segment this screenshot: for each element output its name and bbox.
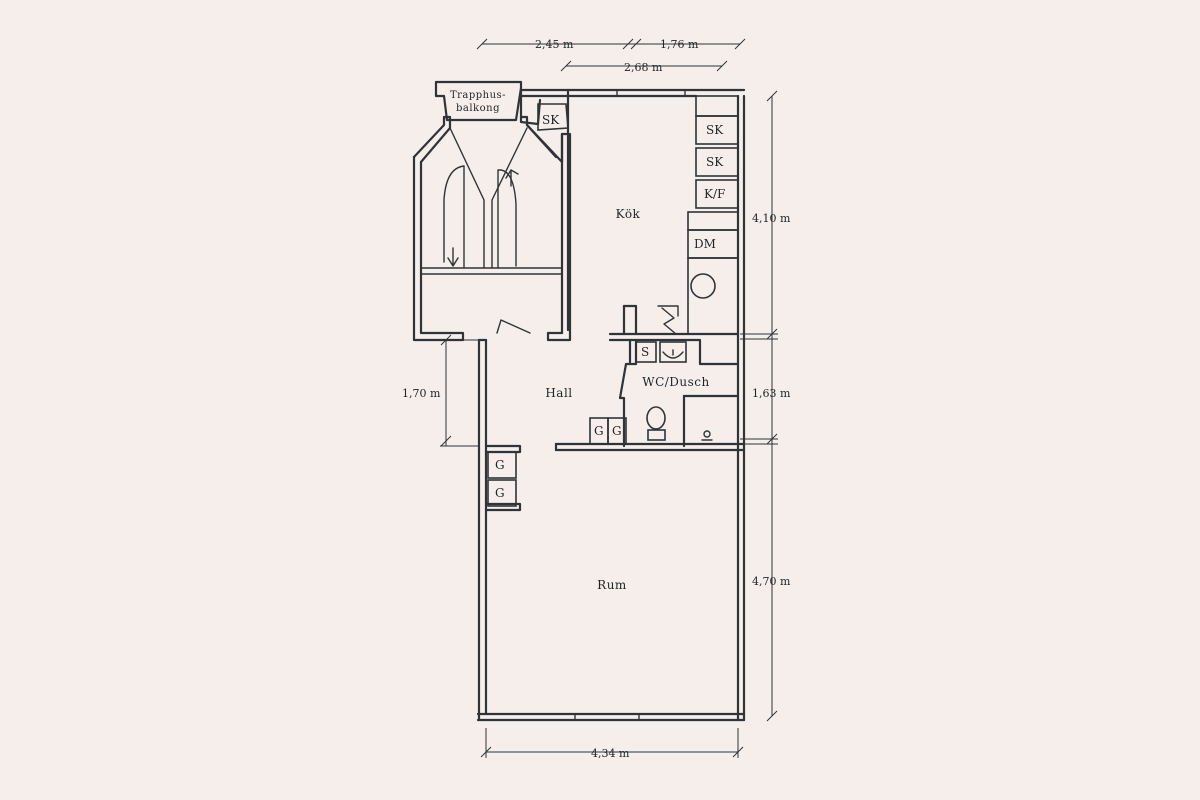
dim-bottom: 4,34 m: [591, 747, 630, 760]
wardrobe-g-3-label: G: [495, 458, 505, 472]
dishwasher-dm-label: DM: [694, 237, 716, 251]
cabinet-sk-hall-label: SK: [542, 113, 560, 127]
wardrobe-g-2-label: G: [612, 424, 622, 438]
dim-right-wc: 1,63 m: [752, 387, 791, 400]
room-label-kok: Kök: [616, 207, 641, 221]
walls: [412, 80, 746, 722]
room-label-trapphus-line2: balkong: [456, 103, 500, 114]
fridge-kf-label: K/F: [704, 187, 725, 201]
wardrobe-g-4-label: G: [495, 486, 505, 500]
room-label-trapphus-line1: Trapphus-: [450, 90, 506, 101]
cabinet-sk-2-label: SK: [706, 155, 724, 169]
dim-right-rum: 4,70 m: [752, 575, 791, 588]
dimension-lines: [440, 38, 778, 758]
room-label-wc: WC/Dusch: [642, 375, 710, 389]
shelf-s-label: S: [641, 345, 649, 359]
room-label-rum: Rum: [597, 578, 627, 592]
kitchen-units: [687, 95, 739, 335]
cabinet-sk-hall: [537, 103, 569, 131]
wc-fixtures: [635, 341, 713, 441]
wardrobe-g-1-label: G: [594, 424, 604, 438]
wardrobes: [487, 417, 627, 507]
dim-top-left: 2,45 m: [535, 38, 574, 51]
dim-top-inner: 2,68 m: [624, 61, 663, 74]
dim-top-right: 1,76 m: [660, 38, 699, 51]
dim-right-kok: 4,10 m: [752, 212, 791, 225]
dim-left-hall: 1,70 m: [402, 387, 441, 400]
cabinet-sk-1-label: SK: [706, 123, 724, 137]
room-label-hall: Hall: [545, 386, 572, 400]
